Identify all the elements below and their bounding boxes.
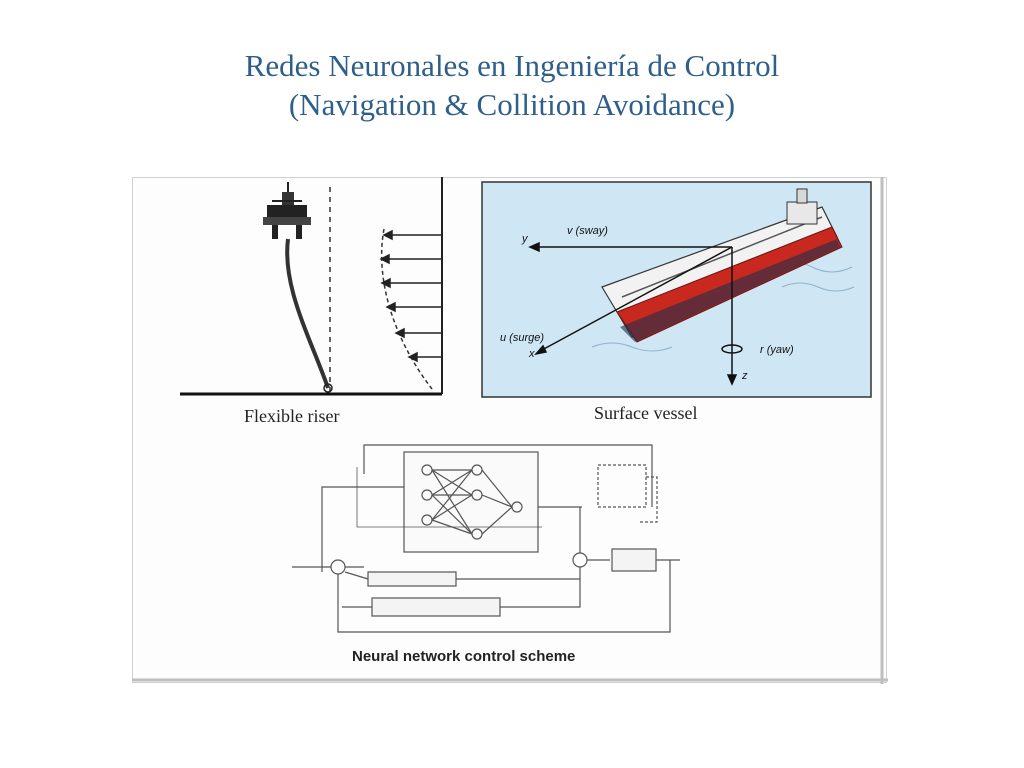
- riser-caption: Flexible riser: [244, 406, 339, 426]
- neural-network-nodes: [421, 464, 523, 540]
- scheme-caption: Neural network control scheme: [352, 648, 575, 665]
- surface-vessel-diagram: v (sway) y u (surge) x r (yaw) z Surface…: [481, 181, 872, 423]
- vessel-caption: Surface vessel: [594, 403, 697, 423]
- offshore-platform-icon: [263, 182, 311, 239]
- y-axis-label: y: [521, 233, 529, 245]
- figure-image: Flexible riser v (sway) y u (surge): [132, 177, 888, 684]
- slide-subtitle: (Navigation & Collition Avoidance): [288, 87, 736, 122]
- yaw-label: r (yaw): [760, 344, 794, 356]
- ship-icon: [601, 188, 843, 343]
- neural-network-control-scheme: [292, 444, 680, 633]
- flexible-riser-diagram: Flexible riser: [180, 177, 443, 426]
- x-axis-label: x: [528, 348, 535, 360]
- riser-pipe: [285, 238, 330, 389]
- slide-title: Redes Neuronales en Ingeniería de Contro…: [244, 48, 780, 83]
- sway-label: v (sway): [567, 225, 608, 237]
- current-arrows: [379, 229, 441, 363]
- surge-label: u (surge): [500, 332, 544, 344]
- z-axis-label: z: [741, 370, 748, 382]
